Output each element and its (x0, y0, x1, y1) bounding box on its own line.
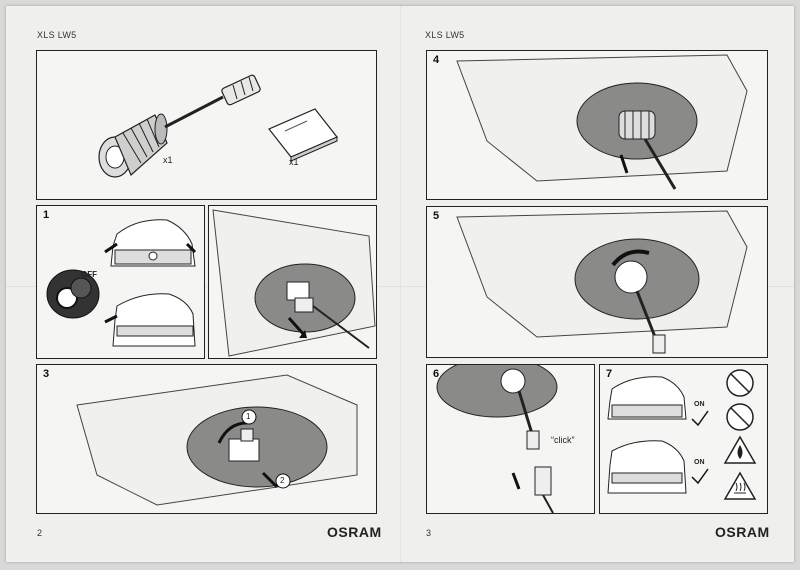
car-rear-icon (113, 294, 195, 346)
step-1-panel: 1 OFF (36, 205, 205, 359)
connector-icon (535, 467, 551, 495)
center-fold (400, 6, 402, 562)
checkmark-icon (692, 469, 708, 483)
right-osram-logo: OSRAM (715, 524, 770, 540)
no-spray-warning-icon (727, 404, 753, 430)
step-2-illustration (209, 206, 376, 358)
right-page-number: 3 (426, 528, 431, 538)
left-osram-logo: OSRAM (327, 524, 382, 540)
left-page-number: 2 (37, 528, 42, 538)
left-page-header: XLS LW5 (37, 30, 76, 40)
right-page-header: XLS LW5 (425, 30, 464, 40)
flammable-warning-icon (725, 437, 755, 463)
on-label-rear: ON (694, 459, 705, 466)
step-5-panel: 5 (426, 206, 768, 358)
step-4-panel: 4 (426, 50, 768, 200)
marker-1: 1 (246, 412, 250, 421)
manual-quantity: x1 (289, 157, 299, 167)
bulb-plug-icon (527, 431, 539, 449)
on-label-front: ON (694, 401, 705, 408)
bulb-quantity: x1 (163, 155, 173, 165)
step-7-illustration (600, 365, 767, 513)
step-3-illustration (37, 365, 376, 513)
contents-illustration (37, 51, 376, 199)
step-4-illustration (427, 51, 767, 199)
off-label: OFF (81, 270, 97, 279)
hot-surface-warning-icon (725, 473, 755, 499)
step-7-panel: 7 ON ON (599, 364, 768, 514)
step-1-illustration (37, 206, 204, 358)
contents-panel: x1 x1 (36, 50, 377, 200)
no-touch-warning-icon (727, 370, 753, 396)
click-label: “click” (551, 435, 575, 445)
push-arrow-icon (513, 473, 519, 489)
checkmark-icon (692, 411, 708, 425)
step-3-panel: 3 1 2 (36, 364, 377, 514)
marker-2: 2 (280, 476, 284, 485)
led-bulb-icon (99, 74, 261, 177)
step-6-panel: 6 “click” (426, 364, 595, 514)
car-front-icon (608, 377, 686, 419)
car-rear-icon (608, 441, 686, 493)
step-2-panel: 2 (208, 205, 377, 359)
step-5-illustration (427, 207, 767, 357)
headlight-housing (437, 365, 557, 417)
manual-booklet-icon (269, 109, 337, 161)
car-front-icon (111, 220, 195, 266)
